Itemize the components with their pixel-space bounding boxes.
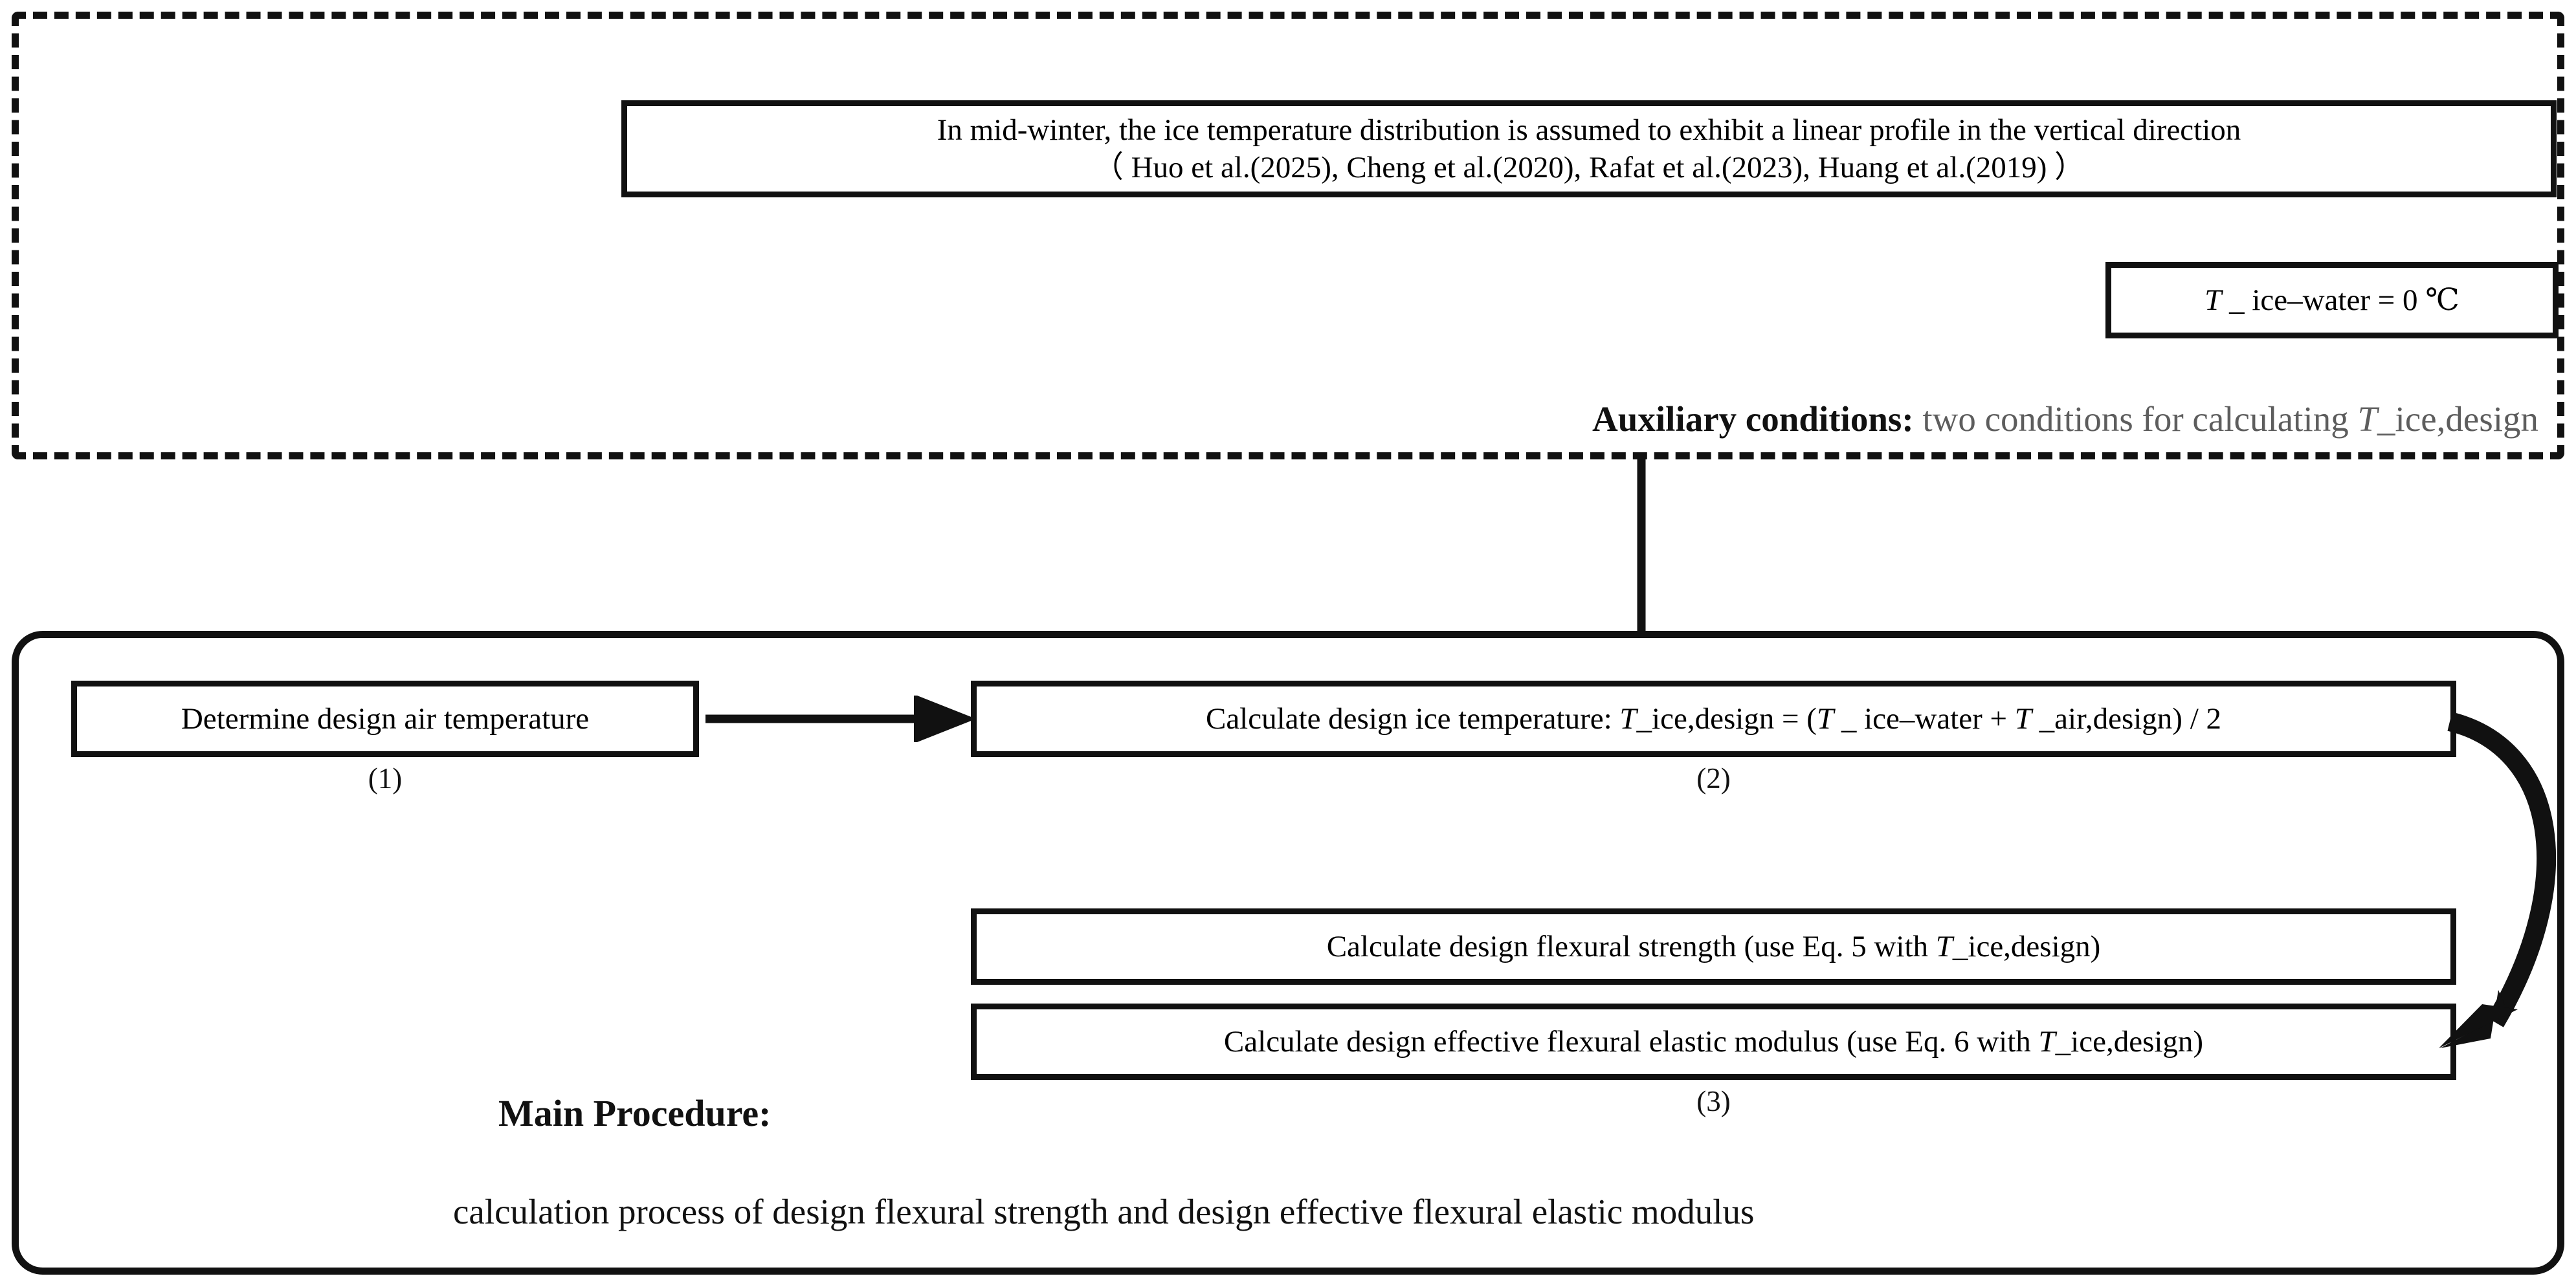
ice-water-temperature-box: T _ ice–water = 0 ℃: [2105, 262, 2559, 338]
step2-text: Calculate design ice temperature: T_ice,…: [1206, 701, 2221, 737]
step2-prefix: Calculate design ice temperature:: [1205, 702, 1620, 736]
auxiliary-conditions-panel: [12, 12, 2564, 459]
step2-mid-2: _ ice–water +: [1834, 702, 2015, 736]
arrow-step1-to-step2-icon: [705, 696, 976, 742]
step3-elastic-modulus-text: Calculate design effective flexural elas…: [1224, 1024, 2203, 1060]
main-procedure-subtitle: calculation process of design flexural s…: [453, 1192, 1755, 1231]
temperature-symbol-T: T: [2204, 283, 2222, 317]
step2-symbol-T-3: T: [2014, 702, 2032, 736]
step3-elastic-modulus-inner: Calculate design effective flexural elas…: [977, 1009, 2450, 1074]
auxiliary-caption-description: two conditions for calculating: [1913, 399, 2358, 439]
ice-water-temperature-text: T _ ice–water = 0 ℃: [2204, 282, 2459, 318]
step3-flexural-strength-text: Calculate design flexural strength (use …: [1327, 928, 2101, 965]
assumption-statement-box: In mid-winter, the ice temperature distr…: [621, 100, 2557, 197]
step1-number-label: (1): [368, 762, 403, 795]
arrow-step2-to-step3-curved-icon: [2439, 712, 2557, 1048]
assumption-line-1: In mid-winter, the ice temperature distr…: [937, 113, 2241, 147]
auxiliary-conditions-caption: Auxiliary conditions: two conditions for…: [0, 396, 2553, 443]
auxiliary-caption-subscript: _ice,design: [2377, 399, 2538, 439]
step1-determine-air-temperature-box: Determine design air temperature: [71, 681, 699, 757]
ice-water-temperature-inner: T _ ice–water = 0 ℃: [2111, 268, 2553, 333]
step2-inner: Calculate design ice temperature: T_ice,…: [977, 686, 2450, 751]
ice-water-temperature-value: _ ice–water = 0 ℃: [2221, 283, 2459, 317]
step1-inner: Determine design air temperature: [77, 686, 693, 751]
assumption-statement-inner: In mid-winter, the ice temperature distr…: [627, 106, 2551, 192]
step2-symbol-T-1: T: [1619, 702, 1637, 736]
step3a-symbol-T: T: [1935, 930, 1953, 963]
step1-text: Determine design air temperature: [181, 702, 590, 736]
step3b-symbol-T: T: [2038, 1025, 2056, 1059]
main-procedure-title: Main Procedure:: [498, 1092, 772, 1134]
step2-symbol-T-2: T: [1816, 702, 1834, 736]
assumption-references-line: （ Huo et al.(2025), Cheng et al.(2020), …: [1093, 151, 2085, 184]
step3a-suffix: _ice,design): [1952, 930, 2101, 963]
step2-number-label: (2): [1696, 762, 1731, 795]
auxiliary-caption-heading: Auxiliary conditions:: [1592, 399, 1914, 439]
step3-flexural-strength-inner: Calculate design flexural strength (use …: [977, 914, 2450, 979]
step3-number-label: (3): [1696, 1085, 1731, 1117]
step3b-prefix: Calculate design effective flexural elas…: [1223, 1025, 2039, 1059]
step3-flexural-strength-box: Calculate design flexural strength (use …: [971, 908, 2456, 985]
step2-suffix: _air,design) / 2: [2031, 702, 2222, 736]
step3-elastic-modulus-box: Calculate design effective flexural elas…: [971, 1004, 2456, 1080]
step3a-prefix: Calculate design flexural strength (use …: [1326, 930, 1936, 963]
step2-mid-1: _ice,design = (: [1636, 702, 1817, 736]
step3b-suffix: _ice,design): [2055, 1025, 2204, 1059]
auxiliary-caption-symbol-T: T: [2357, 399, 2378, 439]
step2-calculate-ice-temperature-box: Calculate design ice temperature: T_ice,…: [971, 681, 2456, 757]
